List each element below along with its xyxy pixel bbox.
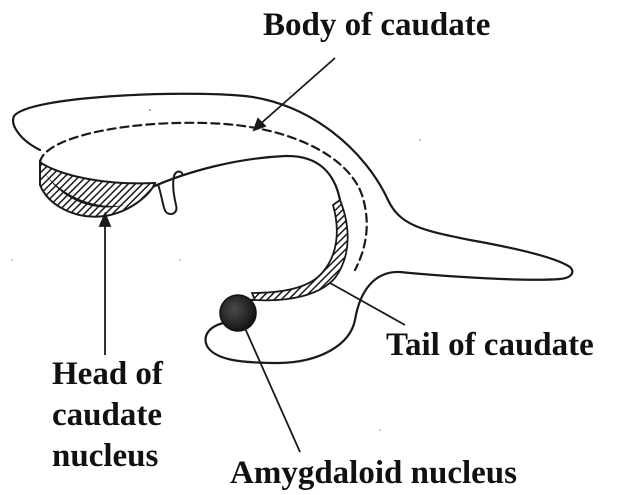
label-head-of-caudate-line-3: nucleus	[52, 438, 158, 475]
amygdala-leader-line	[244, 326, 300, 452]
label-head-of-caudate-line-1: Head of	[52, 356, 163, 393]
label-head-of-caudate-line-2: caudate	[52, 397, 162, 434]
label-amygdaloid-nucleus: Amygdaloid nucleus	[230, 455, 517, 492]
body-leader-line	[258, 58, 335, 126]
label-body-of-caudate: Body of caudate	[263, 7, 490, 44]
amygdaloid-nucleus-shape	[220, 295, 256, 331]
label-tail-of-caudate: Tail of caudate	[386, 327, 594, 364]
tail-leader-line	[330, 283, 405, 325]
small-loop	[158, 172, 183, 215]
caudate-head-shape	[40, 162, 155, 217]
caudate-outline	[13, 94, 572, 363]
inner-outline	[150, 156, 341, 300]
